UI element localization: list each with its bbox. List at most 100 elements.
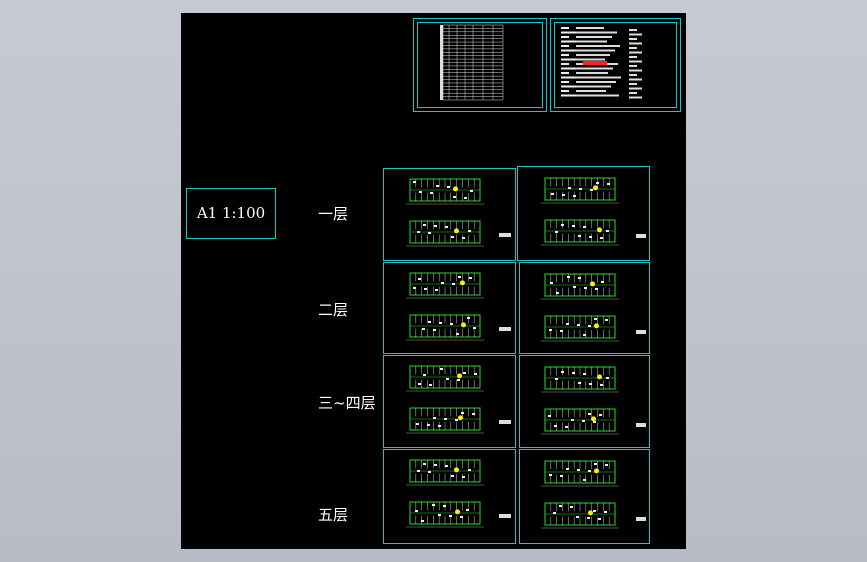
plan-fixture bbox=[607, 183, 610, 185]
plan-fixture bbox=[578, 277, 581, 279]
cad-drawing-canvas[interactable]: A1 1:100 一层 二层 三~四层 五层 bbox=[181, 13, 686, 549]
plan-fixture bbox=[436, 185, 439, 187]
plan-marker bbox=[461, 322, 466, 328]
plan-fixture bbox=[578, 235, 581, 237]
plan-fixture bbox=[435, 289, 438, 291]
notes-text-line bbox=[561, 67, 576, 70]
floor-label-5: 五层 bbox=[318, 506, 349, 524]
plan-fixture bbox=[457, 379, 460, 381]
notes-text-line bbox=[561, 81, 569, 83]
plan-fixture bbox=[462, 237, 465, 239]
plan-marker bbox=[454, 228, 459, 234]
notes-text-line bbox=[561, 36, 569, 38]
plan-fixture bbox=[450, 323, 453, 325]
plan-marker bbox=[594, 323, 599, 329]
notes-text-line bbox=[561, 90, 569, 92]
plan-fixture bbox=[447, 186, 450, 188]
plan-fixture bbox=[470, 190, 473, 192]
sheet-floor2-b[interactable] bbox=[519, 262, 650, 354]
sheet-floor1-a[interactable] bbox=[383, 168, 516, 261]
plan-marker bbox=[457, 373, 462, 379]
plan-fixture bbox=[433, 417, 436, 419]
plan-fixture bbox=[423, 374, 426, 376]
plan-fixture bbox=[445, 465, 448, 467]
plan-fixture bbox=[573, 195, 576, 197]
plan-fixture bbox=[579, 188, 582, 190]
sheet-table-border bbox=[417, 22, 543, 108]
plan-fixture bbox=[606, 230, 609, 232]
plan-marker bbox=[454, 467, 459, 473]
plan-fixture bbox=[600, 237, 603, 239]
plan-fixture bbox=[599, 414, 602, 416]
plan-fixture bbox=[444, 418, 447, 420]
notes-text-line bbox=[576, 94, 619, 97]
plan-fixture bbox=[577, 324, 580, 326]
plan-marker bbox=[593, 185, 598, 191]
plan-fixture bbox=[596, 182, 599, 184]
sheet-floor1-b[interactable] bbox=[517, 166, 650, 261]
notes-text-line bbox=[561, 85, 576, 88]
sheet-floor2-a[interactable] bbox=[383, 262, 516, 354]
notes-text-line bbox=[576, 85, 611, 88]
sheet-table[interactable] bbox=[413, 18, 547, 112]
plan-fixture bbox=[443, 505, 446, 507]
sheet-title-block bbox=[499, 420, 511, 424]
plan-fixture bbox=[469, 277, 472, 279]
notes-text-line bbox=[561, 58, 576, 61]
plan-fixture bbox=[424, 288, 427, 290]
plan-fixture bbox=[588, 325, 591, 327]
plan-fixture bbox=[562, 194, 565, 196]
plan-fixture bbox=[572, 225, 575, 227]
plan-fixture bbox=[463, 372, 466, 374]
plan-fixture bbox=[421, 520, 424, 522]
plan-fixture bbox=[440, 368, 443, 370]
plan-fixture bbox=[605, 319, 608, 321]
plan-fixture bbox=[468, 469, 471, 471]
notes-text-line bbox=[629, 78, 642, 81]
plan-fixture bbox=[560, 330, 563, 332]
sheet-title-block bbox=[636, 423, 646, 427]
plan-marker bbox=[455, 509, 460, 515]
sheet-title-block bbox=[499, 327, 511, 331]
plan-fixture bbox=[429, 384, 432, 386]
plan-fixture bbox=[422, 328, 425, 330]
sheet-notes[interactable] bbox=[550, 18, 681, 112]
sheet-floor5-b[interactable] bbox=[519, 449, 650, 544]
plan-fixture bbox=[554, 425, 557, 427]
plan-fixture bbox=[428, 471, 431, 473]
plan-fixture bbox=[566, 323, 569, 325]
plan-fixture bbox=[413, 287, 416, 289]
plan-fixture bbox=[458, 276, 461, 278]
plan-fixture bbox=[594, 463, 597, 465]
plan-fixture bbox=[460, 516, 463, 518]
plan-fixture bbox=[455, 419, 458, 421]
plan-fixture bbox=[434, 464, 437, 466]
plan-fixture bbox=[576, 516, 579, 518]
plan-marker bbox=[594, 468, 599, 474]
floor-plan-drawings bbox=[406, 24, 646, 529]
plan-fixture bbox=[419, 191, 422, 193]
plan-fixture bbox=[553, 512, 556, 514]
plan-fixture bbox=[561, 224, 564, 226]
plan-fixture bbox=[451, 475, 454, 477]
notes-text-line bbox=[576, 31, 617, 34]
sheet-floor5-a[interactable] bbox=[383, 449, 516, 544]
sheet-title-block bbox=[636, 517, 646, 521]
notes-text-line bbox=[629, 42, 642, 45]
plan-fixture bbox=[438, 425, 441, 427]
plan-fixture bbox=[418, 278, 421, 280]
plan-fixture bbox=[555, 378, 558, 380]
notes-text-line bbox=[576, 90, 606, 92]
plan-fixture bbox=[556, 292, 559, 294]
plan-fixture bbox=[571, 419, 574, 421]
plan-fixture bbox=[441, 282, 444, 284]
plan-fixture bbox=[464, 197, 467, 199]
sheet-floor3-b[interactable] bbox=[519, 355, 650, 448]
plan-fixture bbox=[462, 476, 465, 478]
plan-fixture bbox=[427, 424, 430, 426]
sheet-floor3-a[interactable] bbox=[383, 355, 516, 448]
plan-fixture bbox=[578, 382, 581, 384]
notes-text-line bbox=[561, 72, 569, 74]
notes-text-line bbox=[629, 47, 637, 49]
sheet-title-block bbox=[499, 514, 511, 518]
